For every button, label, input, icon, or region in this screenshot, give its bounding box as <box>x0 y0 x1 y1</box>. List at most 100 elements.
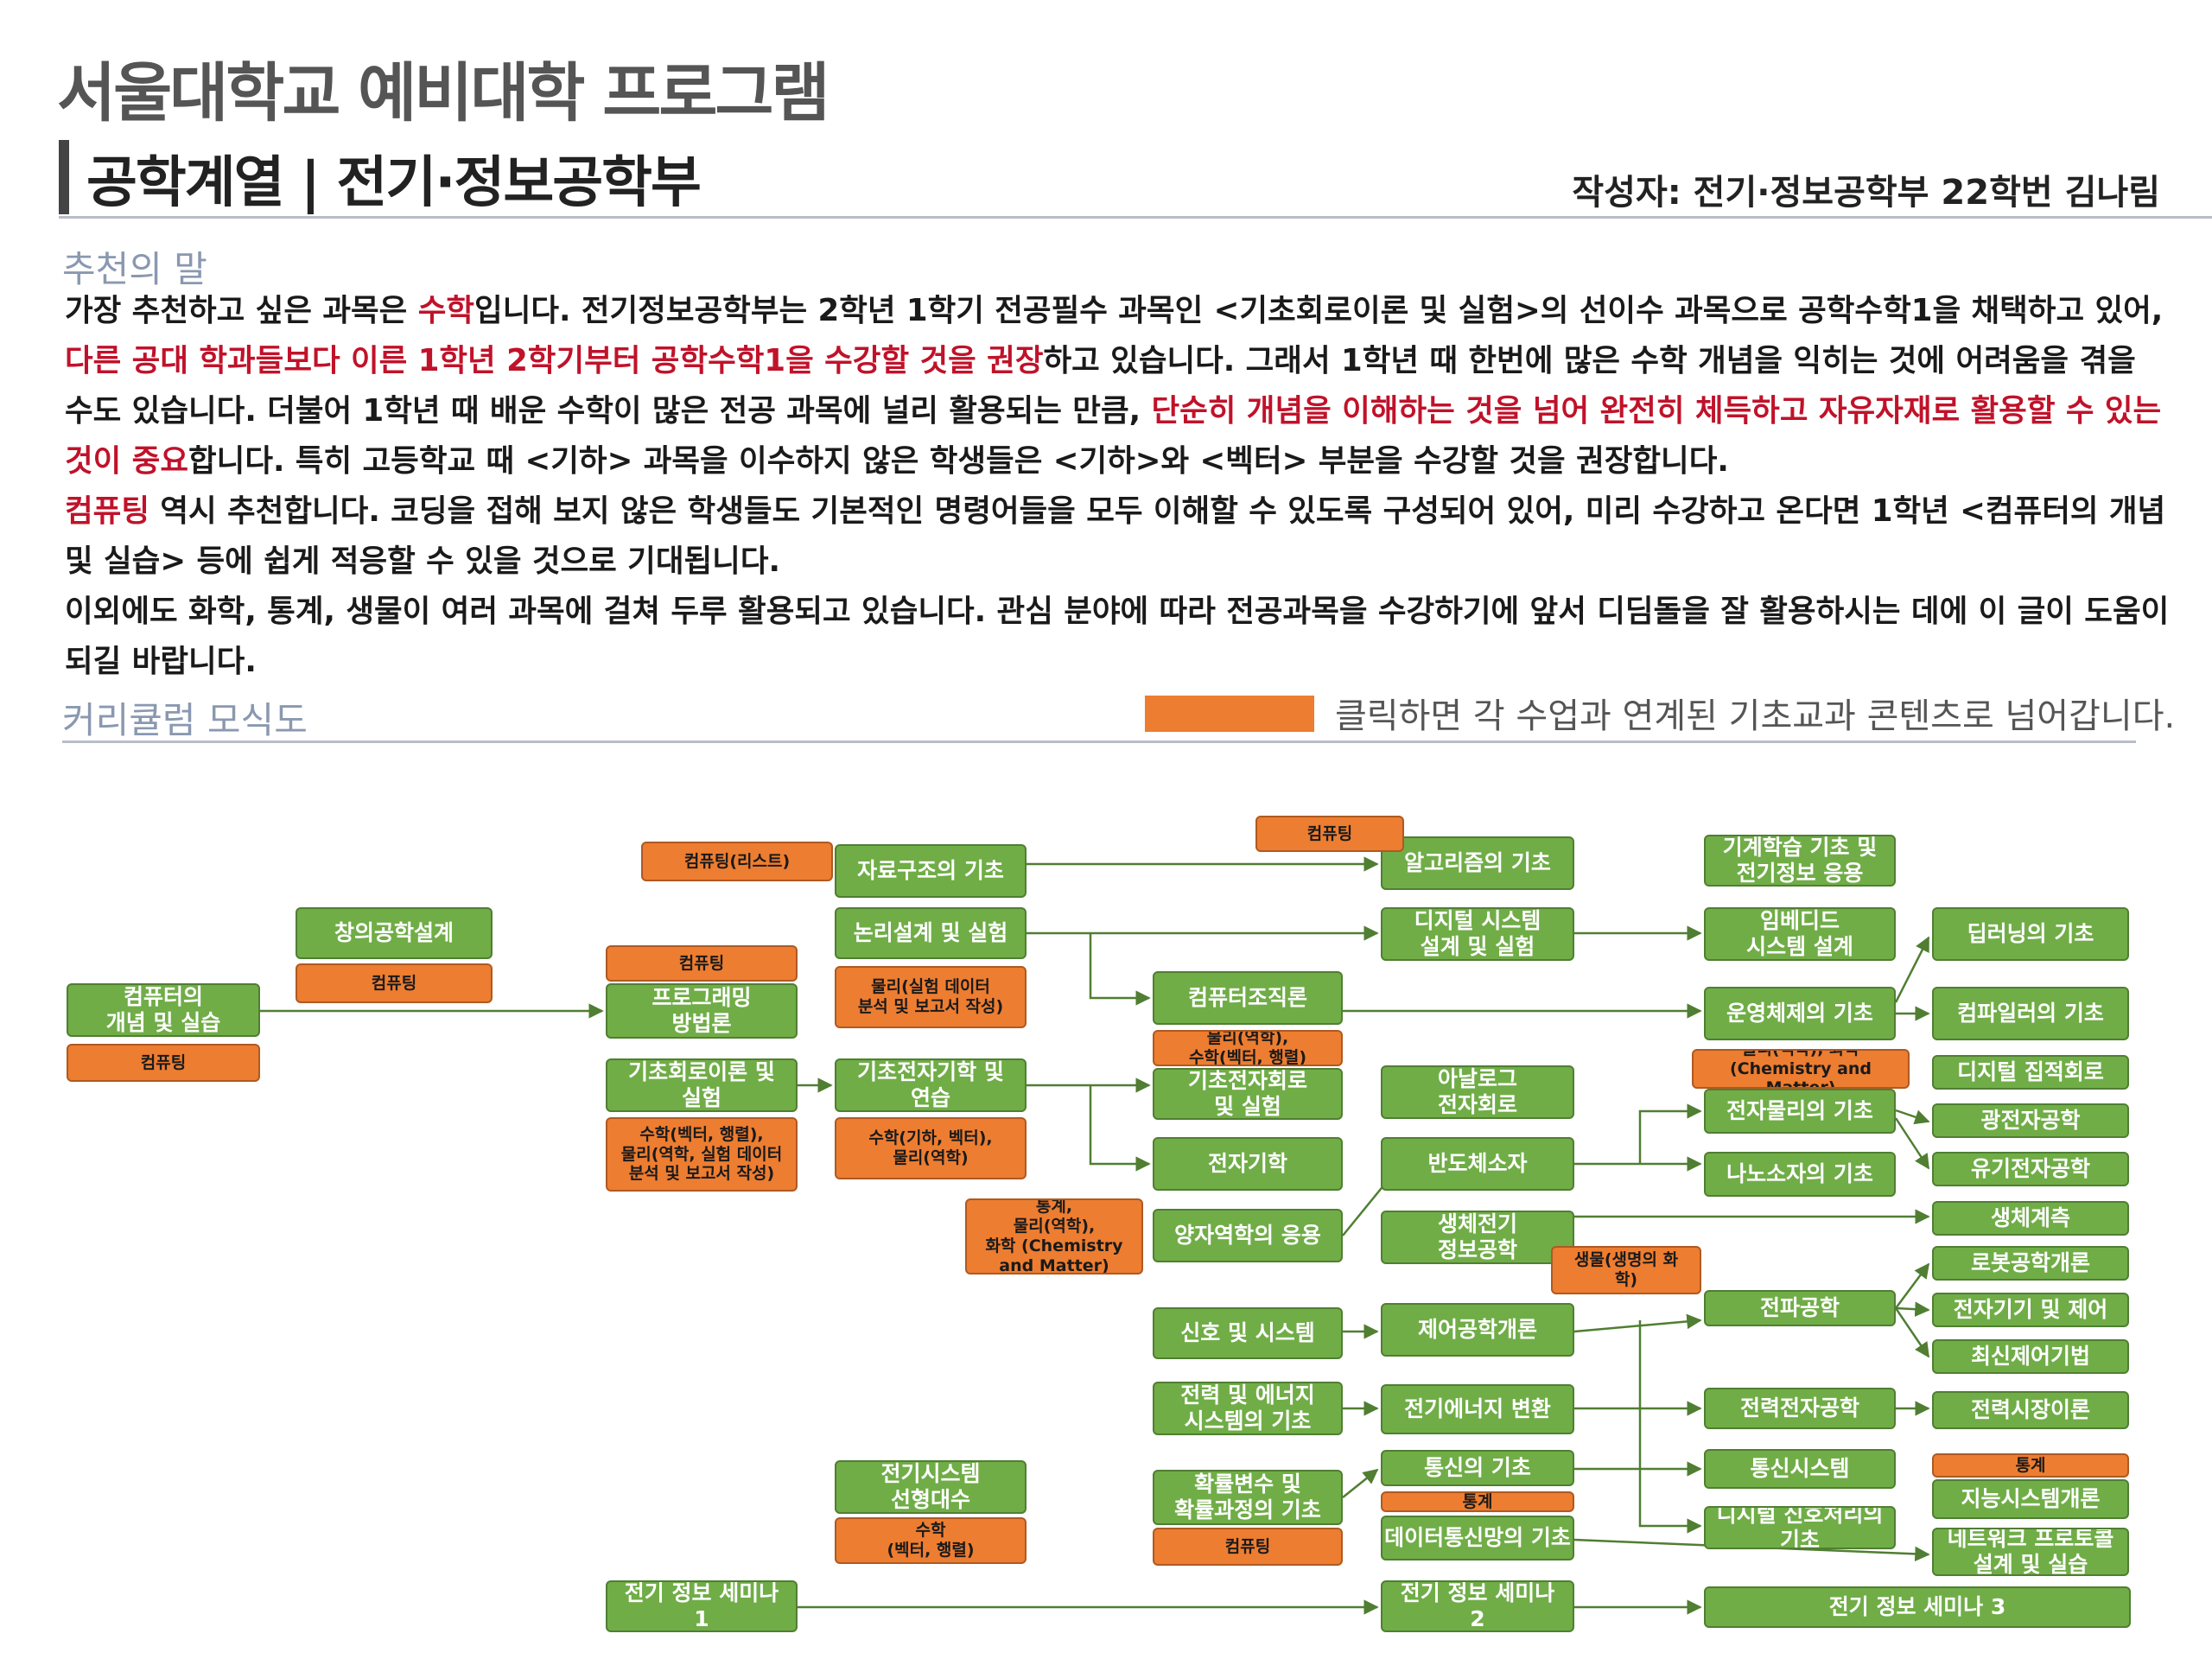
course-node-c35: 디지털 신호처리의 기초 <box>1704 1506 1896 1549</box>
basic-subject-label: 컴퓨팅 <box>371 973 417 993</box>
course-node-c10: 전자기학 <box>1153 1137 1343 1191</box>
course-label: 컴파일러의 기초 <box>1957 1001 2104 1026</box>
course-label: 전기 정보 세미나 2 <box>1400 1580 1555 1631</box>
flow-arrow <box>1894 1117 1930 1170</box>
title-accent-bar <box>59 140 69 214</box>
flow-arrow <box>1895 1301 1930 1317</box>
basic-link-node-b13[interactable]: 통계 <box>1381 1491 1574 1512</box>
course-node-c5: 논리설계 및 실험 <box>835 907 1027 959</box>
page-title: 서울대학교 예비대학 프로그램 <box>57 56 830 130</box>
course-node-c3: 자료구조의 기초 <box>835 844 1027 898</box>
basic-link-node-b7[interactable]: 수학(기하, 벡터), 물리(역학) <box>835 1117 1027 1179</box>
basic-subject-label: 수학(벡터, 행렬), 물리(역학, 실험 데이터 분석 및 보고서 작성) <box>620 1124 783 1184</box>
basic-subject-label: 물리(실험 데이터 분석 및 보고서 작성) <box>857 977 1004 1016</box>
course-node-c45: 최신제어기법 <box>1932 1339 2129 1374</box>
basic-link-node-b1[interactable]: 컴퓨팅 <box>296 963 493 1003</box>
flow-arrow <box>1638 1320 1702 1534</box>
header-divider <box>59 216 2212 219</box>
course-node-c25: 데이터통신망의 기초 <box>1381 1516 1574 1560</box>
recommendation-paragraph-math: 가장 추천하고 싶은 과목은 수학입니다. 전기정보공학부는 2학년 1학기 전… <box>65 293 2164 479</box>
course-node-c20: 반도체소자 <box>1381 1137 1574 1191</box>
flow-arrow <box>1894 1307 1930 1358</box>
legend-text: 클릭하면 각 수업과 연계된 기초교과 콘텐츠로 넘어갑니다. <box>1335 696 2176 736</box>
basic-link-node-b3[interactable]: 컴퓨팅(리스트) <box>641 842 833 881</box>
legend-orange-swatch <box>1145 696 1314 732</box>
course-label: 최신제어기법 <box>1970 1344 2090 1369</box>
basic-link-node-b8[interactable]: 물리(역학), 수학(벡터, 행렬) <box>1153 1030 1343 1066</box>
course-node-c15: 전기시스템 선형대수 <box>835 1460 1027 1514</box>
course-label: 전자물리의 기초 <box>1726 1098 1873 1123</box>
course-label: 유기전자공학 <box>1970 1156 2090 1181</box>
course-node-c34: 통신시스템 <box>1704 1449 1896 1489</box>
course-label: 알고리즘의 기초 <box>1404 850 1551 875</box>
basic-link-node-b15[interactable]: 물리(역학), 화학 (Chemistry and Matter) <box>1692 1049 1910 1089</box>
basic-link-node-b14[interactable]: 생물(생명의 화 학) <box>1551 1246 1701 1294</box>
course-label: 컴퓨터조직론 <box>1187 985 1307 1010</box>
course-label: 전력 및 에너지 시스템의 기초 <box>1180 1382 1315 1433</box>
basic-subject-label: 컴퓨팅 <box>1224 1536 1271 1556</box>
course-label: 전력시장이론 <box>1970 1397 2090 1422</box>
flow-arrow <box>1089 1085 1151 1172</box>
basic-subject-label: 컴퓨팅 <box>1306 823 1353 843</box>
flow-arrow <box>1894 1262 1930 1309</box>
course-node-c7: 기초전자기학 및 연습 <box>835 1058 1027 1112</box>
course-label: 기초전자회로 및 실험 <box>1187 1068 1307 1119</box>
course-node-c44: 전자기기 및 제어 <box>1932 1293 2129 1327</box>
course-label: 디지털 신호처리의 기초 <box>1716 1506 1884 1549</box>
course-label: 운영체제의 기초 <box>1726 1001 1873 1026</box>
curriculum-divider <box>62 741 2136 743</box>
course-node-c37: 딥러닝의 기초 <box>1932 907 2129 961</box>
course-node-c33: 전력전자공학 <box>1704 1388 1896 1429</box>
flow-arrow <box>1342 1468 1379 1498</box>
course-label: 전력전자공학 <box>1739 1395 1859 1421</box>
basic-subject-label: 컴퓨팅 <box>140 1052 187 1072</box>
basic-subject-label: 통계, 물리(역학), 화학 (Chemistry and Matter) <box>985 1198 1123 1274</box>
course-label: 생체전기 정보공학 <box>1437 1211 1517 1262</box>
course-node-c1: 창의공학설계 <box>296 907 493 959</box>
course-label: 전기 정보 세미나 3 <box>1828 1594 2006 1619</box>
course-node-c28: 임베디드 시스템 설계 <box>1704 907 1896 961</box>
course-node-c39: 디지털 집적회로 <box>1932 1055 2129 1090</box>
basic-link-node-b12[interactable]: 컴퓨팅 <box>1255 816 1404 852</box>
course-node-c2: 컴퓨터의 개념 및 실습 <box>67 983 260 1037</box>
course-label: 디지털 집적회로 <box>1957 1059 2104 1084</box>
course-label: 전파공학 <box>1759 1295 1840 1320</box>
course-label: 기초회로이론 및 실험 <box>628 1059 775 1110</box>
course-label: 신호 및 시스템 <box>1180 1320 1315 1345</box>
course-node-c12: 신호 및 시스템 <box>1153 1307 1343 1359</box>
course-node-c6: 기초회로이론 및 실험 <box>606 1058 798 1112</box>
basic-link-node-b4[interactable]: 컴퓨팅 <box>606 945 798 982</box>
course-node-c9: 기초전자회로 및 실험 <box>1153 1068 1343 1120</box>
course-label: 자료구조의 기초 <box>857 858 1004 883</box>
course-label: 양자역학의 응용 <box>1174 1223 1321 1248</box>
course-node-c13: 전력 및 에너지 시스템의 기초 <box>1153 1382 1343 1435</box>
basic-link-node-b6[interactable]: 수학(벡터, 행렬), 물리(역학, 실험 데이터 분석 및 보고서 작성) <box>606 1117 798 1192</box>
basic-link-node-b9[interactable]: 통계, 물리(역학), 화학 (Chemistry and Matter) <box>965 1198 1143 1274</box>
course-node-c8: 컴퓨터조직론 <box>1153 971 1343 1025</box>
basic-link-node-b5[interactable]: 물리(실험 데이터 분석 및 보고서 작성) <box>835 966 1027 1028</box>
course-label: 나노소자의 기초 <box>1726 1161 1873 1186</box>
course-label: 전기시스템 선형대수 <box>880 1461 981 1512</box>
course-label: 지능시스템개론 <box>1961 1486 2101 1511</box>
course-node-c23: 전기에너지 변환 <box>1381 1384 1574 1434</box>
basic-subject-label: 통계 <box>1462 1491 1493 1511</box>
course-node-c30: 전자물리의 기초 <box>1704 1089 1896 1134</box>
course-label: 생체계측 <box>1990 1205 2070 1230</box>
basic-link-node-b10[interactable]: 수학 (벡터, 행렬) <box>835 1517 1027 1564</box>
basic-link-node-b11[interactable]: 컴퓨팅 <box>1153 1528 1343 1566</box>
basic-link-node-b2[interactable]: 컴퓨팅 <box>67 1044 260 1082</box>
flow-arrow <box>1573 1313 1702 1333</box>
flow-arrow <box>1895 1109 1930 1125</box>
course-node-c43: 로봇공학개론 <box>1932 1246 2129 1281</box>
course-node-c16: 전기 정보 세미나 1 <box>606 1580 798 1632</box>
department-title: 공학계열 | 전기·정보공학부 <box>86 151 702 215</box>
course-node-c36: 전기 정보 세미나 3 <box>1704 1586 2131 1628</box>
course-node-c11: 양자역학의 응용 <box>1153 1209 1343 1262</box>
course-node-c18: 디지털 시스템 설계 및 실험 <box>1381 907 1574 961</box>
basic-subject-label: 통계 <box>2015 1455 2046 1475</box>
basic-subject-label: 컴퓨팅(리스트) <box>683 851 791 871</box>
course-label: 기초전자기학 및 연습 <box>857 1059 1004 1110</box>
course-label: 아날로그 전자회로 <box>1437 1066 1517 1117</box>
basic-link-node-b16[interactable]: 통계 <box>1932 1453 2129 1478</box>
